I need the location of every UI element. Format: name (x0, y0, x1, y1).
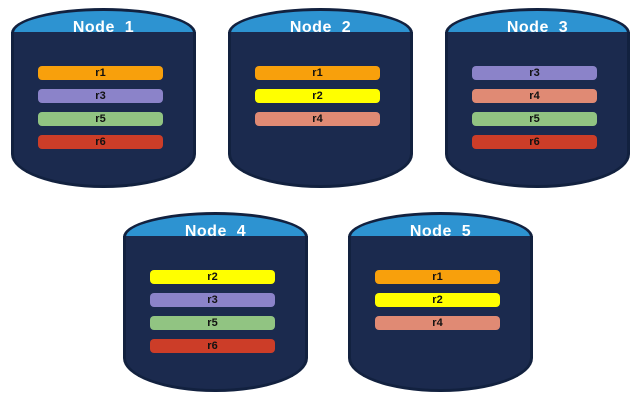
shard-label: r4 (529, 90, 540, 102)
shard-label: r3 (529, 67, 540, 79)
shard-label: r1 (95, 67, 106, 79)
shard-bar[interactable]: r2 (255, 89, 380, 103)
shard-label: r6 (529, 136, 540, 148)
shard-bar[interactable]: r3 (38, 89, 163, 103)
shard-label: r1 (432, 271, 443, 283)
shard-list: r1 r2 r4 (255, 66, 386, 135)
shard-bar[interactable]: r5 (38, 112, 163, 126)
shard-bar[interactable]: r3 (472, 66, 597, 80)
cylinder-body (348, 236, 533, 392)
shard-bar[interactable]: r2 (375, 293, 500, 307)
shard-label: r3 (207, 294, 218, 306)
shard-label: r1 (312, 67, 323, 79)
node-cylinder-3[interactable]: Node 3 r3 r4 r5 r6 (445, 8, 630, 188)
shard-bar[interactable]: r1 (38, 66, 163, 80)
shard-list: r2 r3 r5 r6 (150, 270, 281, 362)
shard-label: r5 (207, 317, 218, 329)
shard-bar[interactable]: r6 (150, 339, 275, 353)
node-title: Node 4 (184, 223, 247, 240)
shard-bar[interactable]: r4 (472, 89, 597, 103)
node-title: Node 1 (72, 19, 135, 36)
node-title: Node 2 (289, 19, 352, 36)
node-cylinder-1[interactable]: Node 1 r1 r3 r5 r6 (11, 8, 196, 188)
shard-bar[interactable]: r4 (375, 316, 500, 330)
shard-label: r5 (95, 113, 106, 125)
shard-label: r6 (207, 340, 218, 352)
shard-bar[interactable]: r4 (255, 112, 380, 126)
shard-bar[interactable]: r5 (150, 316, 275, 330)
node-cylinder-2[interactable]: Node 2 r1 r2 r4 (228, 8, 413, 188)
shard-bar[interactable]: r2 (150, 270, 275, 284)
cylinder-body (228, 32, 413, 188)
shard-label: r5 (529, 113, 540, 125)
shard-label: r4 (312, 113, 323, 125)
cylinder-body (445, 32, 630, 188)
cylinder-body (11, 32, 196, 188)
shard-bar[interactable]: r1 (375, 270, 500, 284)
shard-list: r1 r3 r5 r6 (38, 66, 169, 158)
node-title: Node 5 (409, 223, 472, 240)
node-cylinder-4[interactable]: Node 4 r2 r3 r5 r6 (123, 212, 308, 392)
shard-list: r1 r2 r4 (375, 270, 506, 339)
shard-bar[interactable]: r6 (38, 135, 163, 149)
shard-bar[interactable]: r5 (472, 112, 597, 126)
shard-bar[interactable]: r3 (150, 293, 275, 307)
shard-bar[interactable]: r6 (472, 135, 597, 149)
shard-label: r3 (95, 90, 106, 102)
node-cylinder-5[interactable]: Node 5 r1 r2 r4 (348, 212, 533, 392)
shard-label: r6 (95, 136, 106, 148)
node-title: Node 3 (506, 19, 569, 36)
shard-bar[interactable]: r1 (255, 66, 380, 80)
shard-list: r3 r4 r5 r6 (472, 66, 603, 158)
shard-label: r2 (432, 294, 443, 306)
shard-label: r2 (207, 271, 218, 283)
cylinder-body (123, 236, 308, 392)
shard-label: r4 (432, 317, 443, 329)
shard-label: r2 (312, 90, 323, 102)
